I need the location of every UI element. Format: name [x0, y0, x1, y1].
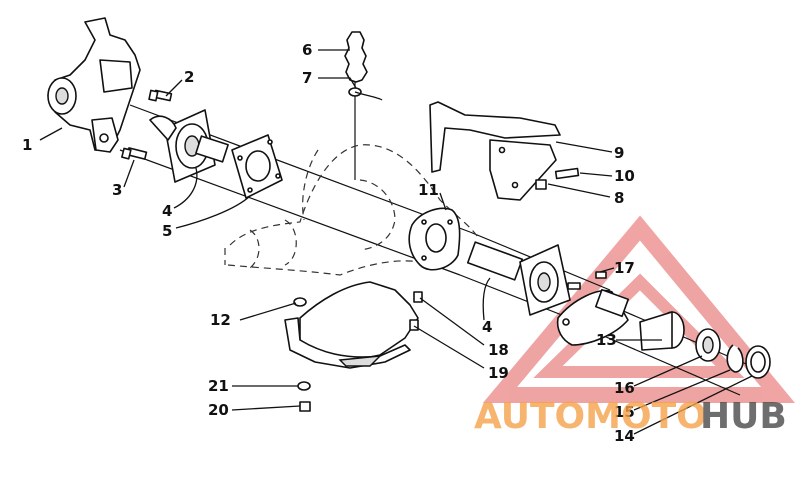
- callout-21: 21: [208, 377, 229, 395]
- part-1-bearing-housing: [47, 17, 141, 153]
- callout-18: 18: [488, 341, 509, 359]
- part-8-nut: [535, 179, 547, 190]
- callout-labels: 1 2 3 4 5 6 7 8 9 10 11 12 4 17 18 19 13…: [22, 41, 635, 445]
- callout-17: 17: [614, 259, 635, 277]
- watermark-hub: HUB: [700, 396, 787, 437]
- callout-20: 20: [208, 401, 229, 419]
- part-16-bearing: [695, 328, 721, 362]
- part-15-snap-ring: [726, 344, 744, 373]
- callout-19: 19: [488, 364, 509, 382]
- callout-13: 13: [596, 331, 617, 349]
- watermark-automoto: AUTOMOTO: [474, 396, 707, 437]
- callout-7: 7: [302, 69, 312, 87]
- part-19-chain-guard: [284, 281, 419, 369]
- part-4-flange-bearing-right: [466, 241, 571, 316]
- part-18-clip: [409, 291, 423, 331]
- part-10-bolt: [554, 167, 580, 180]
- part-12-washer: [293, 297, 307, 307]
- callout-14: 14: [614, 427, 635, 445]
- part-6-rubber-boot: [344, 31, 368, 83]
- callout-5: 5: [162, 222, 172, 240]
- part-9-mount-bracket: [429, 101, 561, 201]
- callout-1: 1: [22, 136, 32, 154]
- callout-10: 10: [614, 167, 635, 185]
- callout-4-right: 4: [482, 318, 492, 336]
- part-14-seal: [745, 345, 771, 379]
- part-end-bracket: [556, 288, 630, 346]
- part-13-sleeve: [639, 311, 685, 351]
- callout-15: 15: [614, 403, 635, 421]
- engine-case-outline: [224, 144, 481, 276]
- callout-4-left: 4: [162, 202, 172, 220]
- callout-6: 6: [302, 41, 312, 59]
- callout-8: 8: [614, 189, 624, 207]
- part-21-washer: [297, 381, 311, 391]
- callout-9: 9: [614, 144, 624, 162]
- callout-12: 12: [210, 311, 231, 329]
- callout-11: 11: [418, 181, 439, 199]
- part-5-gasket-plate: [231, 134, 283, 199]
- callout-16: 16: [614, 379, 635, 397]
- callout-3: 3: [112, 181, 122, 199]
- part-11-flange-plate: [408, 207, 461, 271]
- part-2-bolt: [148, 89, 173, 102]
- leader-lines: [39, 49, 753, 435]
- callout-2: 2: [184, 68, 194, 86]
- part-4-flange-bearing-left: [149, 109, 229, 183]
- part-3-bolt: [121, 147, 148, 160]
- part-20-screw: [299, 401, 311, 412]
- watermark-text: AUTOMOTO HUB: [474, 396, 787, 437]
